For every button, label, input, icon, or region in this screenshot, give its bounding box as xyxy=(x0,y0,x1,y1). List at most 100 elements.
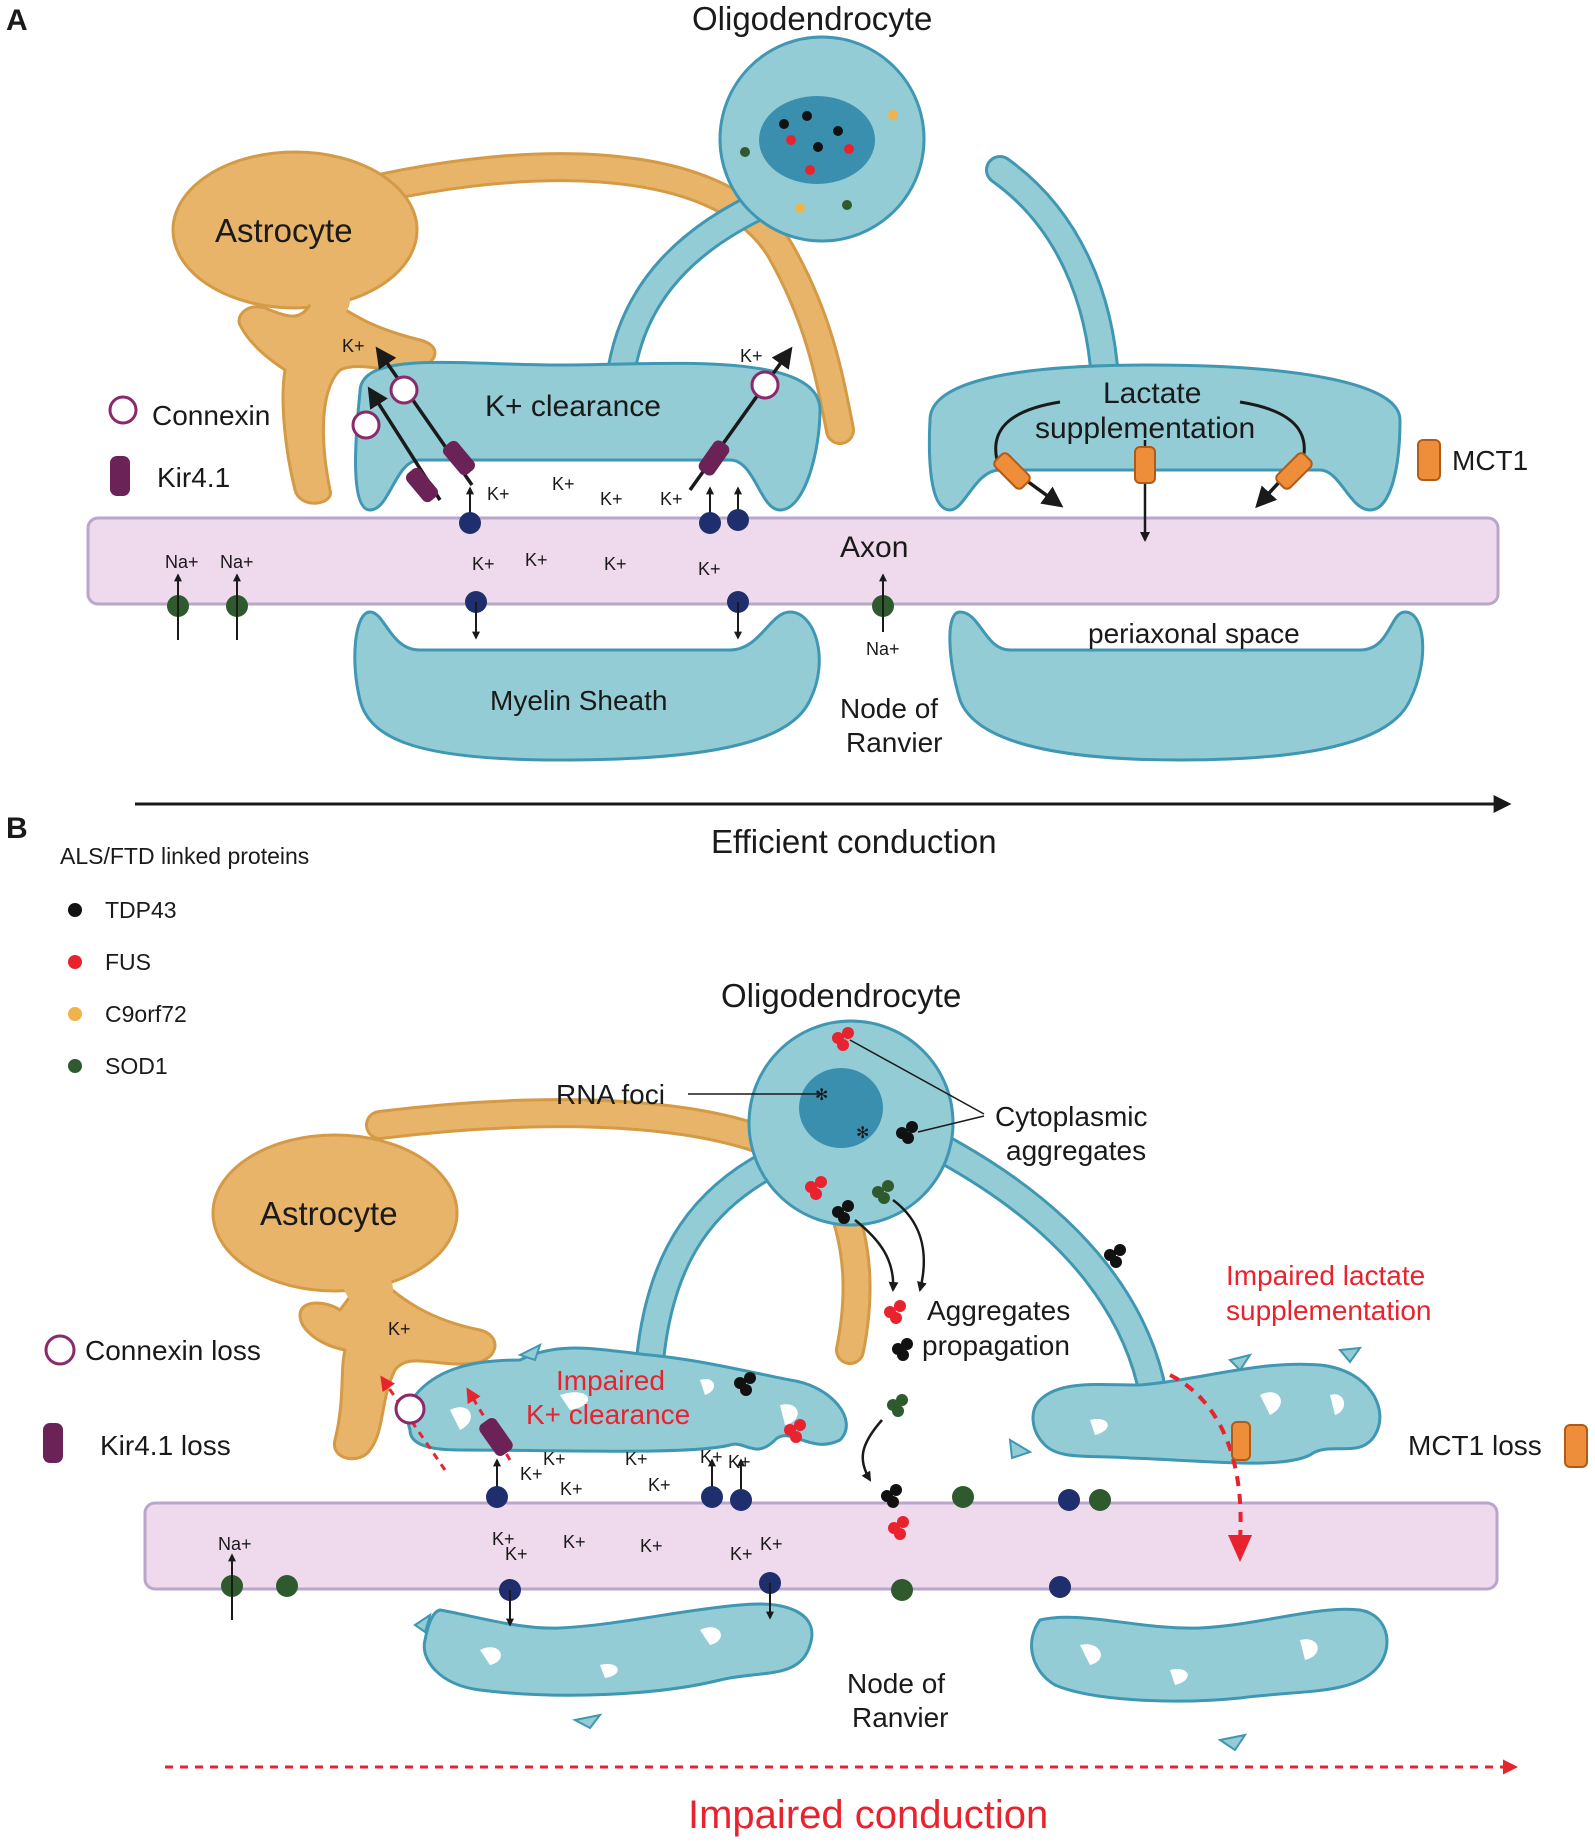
ion-labels-b: K+ K+ K+ K+ K+ K+ K+ K+ K+ K+ K+ K+ K+ K… xyxy=(218,1319,783,1564)
impaired-lactate-transport xyxy=(1169,1373,1252,1562)
svg-text:K+: K+ xyxy=(740,346,763,366)
myelin-label: Myelin Sheath xyxy=(490,685,667,716)
panel-b-letter: B xyxy=(6,812,28,845)
svg-text:Na+: Na+ xyxy=(220,552,254,572)
svg-text:K+: K+ xyxy=(625,1449,648,1469)
svg-text:K+: K+ xyxy=(648,1475,671,1495)
kir4.1-loss-legend-label: Kir4.1 loss xyxy=(100,1430,231,1461)
oligodendrocyte-label-b: Oligodendrocyte xyxy=(721,977,961,1014)
svg-text:✻: ✻ xyxy=(856,1125,869,1142)
aggregates-label-line2: propagation xyxy=(922,1330,1070,1361)
svg-text:K+: K+ xyxy=(660,489,683,509)
protein-legend-dot xyxy=(68,1007,82,1021)
mct1-legend-icon xyxy=(1417,439,1441,481)
connexin-loss-legend-label: Connexin loss xyxy=(85,1335,261,1366)
myelin-degraded-upper-right xyxy=(1008,1346,1382,1465)
svg-text:K+: K+ xyxy=(342,336,365,356)
svg-text:K+: K+ xyxy=(563,1532,586,1552)
ion-labels-a: K+ K+ K+ K+ K+ K+ K+ K+ K+ K+ Na+ Na+ Na… xyxy=(165,336,900,659)
svg-text:Na+: Na+ xyxy=(866,639,900,659)
mct1-legend-label: MCT1 xyxy=(1452,445,1528,476)
svg-text:K+: K+ xyxy=(640,1536,663,1556)
lactate-label-line1: Lactate xyxy=(1103,377,1201,410)
svg-text:K+: K+ xyxy=(487,484,510,504)
rna-foci-label: RNA foci xyxy=(556,1079,665,1110)
svg-text:K+: K+ xyxy=(543,1449,566,1469)
periaxonal-label: periaxonal space xyxy=(1088,618,1300,649)
ion-channels-a xyxy=(167,486,894,640)
connexins-a xyxy=(351,370,780,440)
axon-b xyxy=(143,1501,1499,1591)
ion-channels-b xyxy=(221,1458,1111,1627)
impaired-k-transport xyxy=(380,1375,513,1471)
svg-text:K+: K+ xyxy=(730,1544,753,1564)
node-label-b-line1: Node of xyxy=(847,1668,945,1699)
impaired-k-label-line1: Impaired xyxy=(556,1365,665,1396)
svg-text:K+: K+ xyxy=(552,474,575,494)
svg-text:K+: K+ xyxy=(492,1529,515,1549)
propagation-arrows xyxy=(854,1198,927,1482)
svg-text:K+: K+ xyxy=(760,1534,783,1554)
oligodendrocyte-a xyxy=(605,35,1120,395)
kir4.1-channels-a xyxy=(405,440,730,503)
svg-text:K+: K+ xyxy=(388,1319,411,1339)
mct1-loss-legend-label: MCT1 loss xyxy=(1408,1430,1542,1461)
lactate-label-line2: supplementation xyxy=(1035,412,1255,445)
svg-text:K+: K+ xyxy=(700,1447,723,1467)
protein-legend-dot xyxy=(68,1059,82,1073)
svg-text:K+: K+ xyxy=(560,1479,583,1499)
kir4.1-loss-legend-icon xyxy=(43,1423,63,1463)
svg-text:K+: K+ xyxy=(728,1452,751,1472)
connexin-legend-icon xyxy=(108,395,138,425)
svg-text:K+: K+ xyxy=(604,554,627,574)
protein-legend-label: SOD1 xyxy=(105,1053,168,1079)
node-label-b-line2: Ranvier xyxy=(852,1702,948,1733)
svg-text:K+: K+ xyxy=(698,559,721,579)
efficient-conduction-label: Efficient conduction xyxy=(711,823,997,860)
svg-text:K+: K+ xyxy=(505,1544,528,1564)
protein-aggregates xyxy=(734,1027,1126,1540)
cytoplasmic-label-line2: aggregates xyxy=(1006,1135,1146,1166)
oligodendrocyte-label-a: Oligodendrocyte xyxy=(692,0,932,37)
myelin-degraded-upper-left xyxy=(406,1343,848,1453)
svg-text:Na+: Na+ xyxy=(218,1534,252,1554)
myelin-lower-left-a xyxy=(353,610,821,762)
axon-a xyxy=(86,516,1500,606)
k-clearance-label: K+ clearance xyxy=(485,390,661,423)
svg-text:Na+: Na+ xyxy=(165,552,199,572)
cytoplasmic-label-line1: Cytoplasmic xyxy=(995,1101,1147,1132)
panel-a-letter: A xyxy=(6,4,28,37)
protein-legend-label: C9orf72 xyxy=(105,1001,187,1027)
mct1-loss-legend-icon xyxy=(1564,1424,1588,1468)
svg-text:✻: ✻ xyxy=(815,1087,828,1104)
kir4.1-legend-icon xyxy=(110,456,130,496)
axon-label: Axon xyxy=(840,531,908,564)
node-label-a-line1: Node of xyxy=(840,693,938,724)
oligodendrocyte-b: ✻ ✻ xyxy=(635,1019,1165,1395)
myelin-degraded-lower-right xyxy=(1030,1607,1389,1752)
protein-legend-dot xyxy=(68,955,82,969)
kir4.1-legend-label: Kir4.1 xyxy=(157,462,230,493)
connexin-loss-legend-icon xyxy=(44,1334,76,1366)
svg-text:K+: K+ xyxy=(472,554,495,574)
callout-lines xyxy=(688,1039,985,1133)
protein-legend-dot xyxy=(68,903,82,917)
myelin-degraded-lower-left xyxy=(413,1602,814,1730)
myelin-lower-right-a xyxy=(948,610,1425,762)
astrocyte-label-a: Astrocyte xyxy=(215,212,353,249)
node-label-a-line2: Ranvier xyxy=(846,727,942,758)
impaired-lactate-label-line1: Impaired lactate xyxy=(1226,1260,1425,1291)
aggregates-label-line1: Aggregates xyxy=(927,1295,1070,1326)
svg-text:K+: K+ xyxy=(520,1464,543,1484)
svg-text:K+: K+ xyxy=(525,550,548,570)
myelin-upper-right-a xyxy=(927,363,1402,512)
proteins-legend-title: ALS/FTD linked proteins xyxy=(60,843,309,869)
myelin-upper-left-a xyxy=(354,360,822,512)
protein-legend-label: FUS xyxy=(105,949,151,975)
astrocyte-label-b: Astrocyte xyxy=(260,1195,398,1232)
protein-legend-label: TDP43 xyxy=(105,897,177,923)
impaired-k-label-line2: K+ clearance xyxy=(526,1399,690,1430)
mct1-transport-a xyxy=(993,400,1313,542)
